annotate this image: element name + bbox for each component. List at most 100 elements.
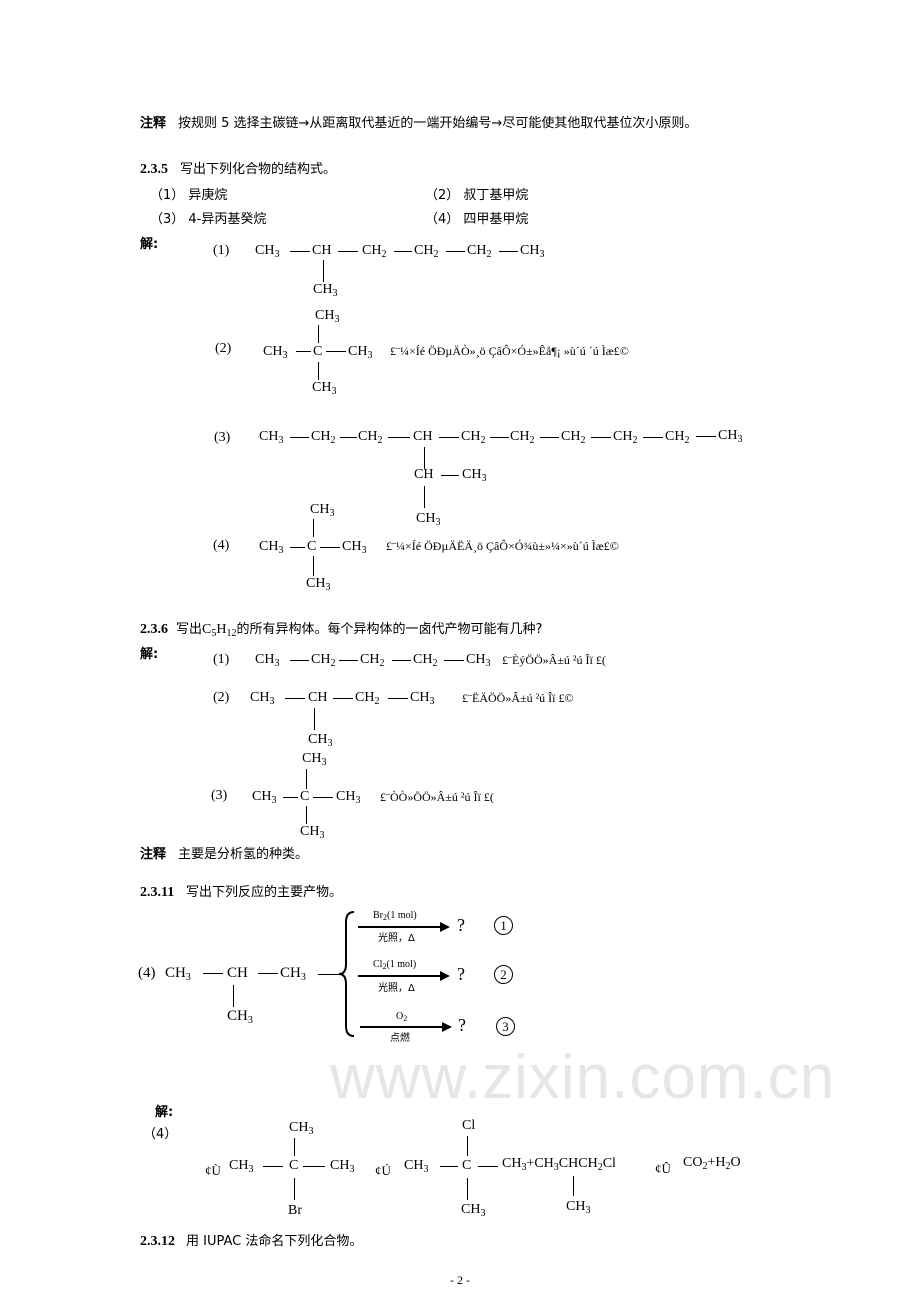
condition: 光照，Δ bbox=[378, 933, 415, 944]
group: CH2 bbox=[311, 429, 336, 446]
question-item: （4） 四甲基甲烷 bbox=[425, 212, 529, 227]
group: CH3 bbox=[520, 243, 545, 260]
group: CH bbox=[308, 690, 328, 705]
product: ? bbox=[457, 964, 465, 984]
circled-number: 1 bbox=[494, 916, 513, 935]
question-item: （1） 异庚烷 bbox=[150, 188, 228, 203]
arrow-icon bbox=[360, 1022, 452, 1032]
group: CH bbox=[227, 965, 248, 981]
group: CH3 bbox=[300, 824, 325, 841]
group: CH3 bbox=[255, 243, 280, 260]
group: CH2 bbox=[510, 429, 535, 446]
group: CH3 bbox=[306, 576, 331, 593]
group: CH3 bbox=[259, 429, 284, 446]
item-label: (2) bbox=[215, 341, 232, 356]
product: ? bbox=[458, 1015, 466, 1035]
garbled-text: £¨¼×Íé ÖÐµÄÒ»¸ö ÇâÔ­×Ó±»Êå¶¡ »ù´ú ´ú Ìæ£… bbox=[390, 344, 629, 358]
group: CH3 bbox=[310, 502, 335, 519]
garbled-mark: ¢Ù bbox=[205, 1163, 221, 1178]
item-label: (4) bbox=[138, 965, 156, 981]
group: CH3 bbox=[336, 789, 361, 806]
answer-label: 解: bbox=[140, 647, 159, 662]
circled-number: 3 bbox=[496, 1017, 515, 1036]
group: CH3 bbox=[313, 282, 338, 299]
group: CH3 bbox=[227, 1008, 253, 1026]
item-label: (1) bbox=[213, 652, 230, 667]
watermark: www.zixin.com.cn bbox=[330, 1043, 836, 1112]
group: C bbox=[289, 1158, 299, 1173]
item-label: (3) bbox=[214, 430, 231, 445]
group: CH3 bbox=[259, 539, 284, 556]
note-label: 注释 bbox=[140, 116, 167, 131]
group: CH2 bbox=[355, 690, 380, 707]
group: CH3 bbox=[404, 1158, 429, 1175]
group: CH2 bbox=[467, 243, 492, 260]
circled-number: 2 bbox=[494, 965, 513, 984]
group: CH3 bbox=[263, 344, 288, 361]
group: CH3 bbox=[302, 751, 327, 768]
arrow-icon bbox=[358, 922, 450, 932]
section-title-post: 的所有异构体。每个异构体的一卤代产物可能有几种? bbox=[236, 622, 543, 637]
question-item: （3） 4-异丙基癸烷 bbox=[150, 212, 267, 227]
garbled-mark: ¢Ú bbox=[375, 1163, 391, 1178]
group: CO2+H2O bbox=[683, 1155, 741, 1172]
answer-number: （4） bbox=[143, 1127, 178, 1142]
group: CH3 bbox=[252, 789, 277, 806]
section-heading: 2.3.6 写出 C5H12 的所有异构体。每个异构体的一卤代产物可能有几种? bbox=[140, 622, 543, 639]
section-title: 写出下列反应的主要产物。 bbox=[186, 885, 343, 900]
group: CH3 bbox=[312, 380, 337, 397]
group: CH2 bbox=[358, 429, 383, 446]
reagent: O2 bbox=[396, 1011, 408, 1023]
group: CH2 bbox=[360, 652, 385, 669]
group: C bbox=[462, 1158, 472, 1173]
group: CH2 bbox=[413, 652, 438, 669]
group: CH2 bbox=[461, 429, 486, 446]
section-number: 2.3.5 bbox=[140, 162, 168, 177]
group: CH2 bbox=[613, 429, 638, 446]
group: CH bbox=[413, 429, 433, 444]
section-title: 写出下列化合物的结构式。 bbox=[180, 162, 337, 177]
group: CH3 bbox=[410, 690, 435, 707]
group: C bbox=[300, 789, 310, 804]
garbled-text: £¨ËÄÖÖ»Â±ú ²ú Îï £© bbox=[462, 691, 574, 705]
group: Br bbox=[288, 1203, 302, 1218]
group: CH2 bbox=[414, 243, 439, 260]
section-number: 2.3.6 bbox=[140, 622, 168, 637]
item-label: (1) bbox=[213, 243, 230, 258]
group: CH3 bbox=[466, 652, 491, 669]
product: ? bbox=[457, 915, 465, 935]
garbled-text: £¨ÈýÖÖ»Â±ú ²ú Îï £( bbox=[502, 653, 606, 667]
group: Cl bbox=[462, 1118, 476, 1133]
group: CH3 bbox=[461, 1202, 486, 1219]
brace bbox=[338, 911, 355, 1037]
group: CH3 bbox=[250, 690, 275, 707]
group: CH2 bbox=[561, 429, 586, 446]
note-text: 按规则 5 选择主碳链→从距离取代基近的一端开始编号→尽可能使其他取代基位次小原… bbox=[178, 116, 698, 131]
group: CH3 bbox=[280, 965, 306, 983]
note-text: 主要是分析氢的种类。 bbox=[178, 847, 309, 862]
group: CH bbox=[414, 467, 434, 482]
garbled-mark: ¢Û bbox=[655, 1161, 671, 1176]
group: CH3 bbox=[348, 344, 373, 361]
group: CH3 bbox=[416, 511, 441, 528]
group: CH2 bbox=[665, 429, 690, 446]
garbled-text: £¨ÒÒ»ÖÖ»Â±ú ²ú Îï £( bbox=[380, 790, 494, 804]
section-title: 用 IUPAC 法命名下列化合物。 bbox=[186, 1234, 363, 1249]
page-number: - 2 - bbox=[450, 1273, 470, 1287]
group: CH2 bbox=[311, 652, 336, 669]
group: CH3+CH3CHCH2Cl bbox=[502, 1156, 616, 1173]
formula: C5H12 bbox=[202, 622, 237, 639]
reagent: Cl2(1 mol) bbox=[373, 959, 417, 971]
group: CH3 bbox=[718, 428, 743, 445]
group: CH3 bbox=[462, 467, 487, 484]
group: C bbox=[307, 539, 317, 554]
group: CH3 bbox=[566, 1199, 591, 1216]
question-item: （2） 叔丁基甲烷 bbox=[425, 188, 529, 203]
section-title-pre: 写出 bbox=[176, 622, 203, 637]
item-label: (4) bbox=[213, 538, 230, 553]
section-number: 2.3.12 bbox=[140, 1234, 175, 1249]
item-label: (2) bbox=[213, 690, 230, 705]
group: CH3 bbox=[315, 308, 340, 325]
condition: 点燃 bbox=[390, 1033, 410, 1044]
